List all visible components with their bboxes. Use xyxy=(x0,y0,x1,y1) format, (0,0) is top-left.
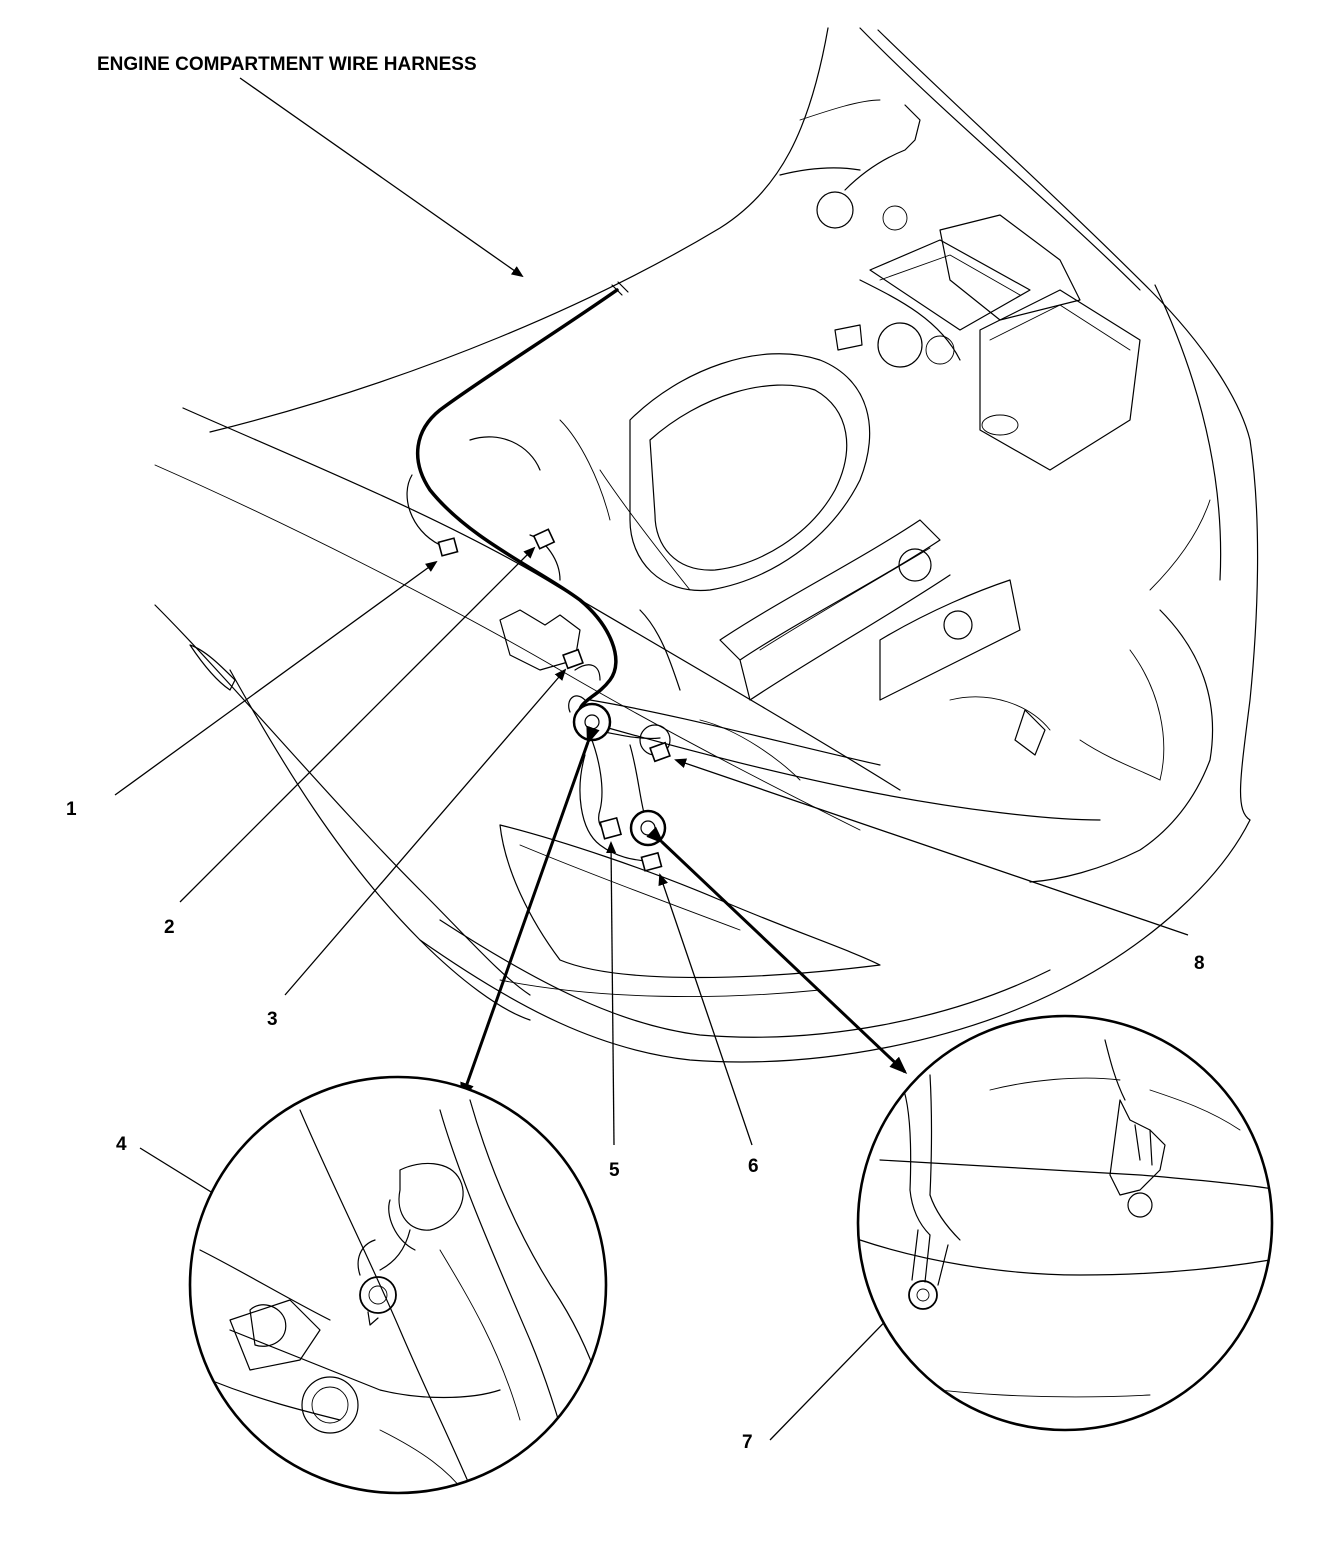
callout-3: 3 xyxy=(267,1009,278,1030)
connectors xyxy=(437,528,671,872)
callout-2: 2 xyxy=(164,917,175,938)
leader-lines xyxy=(114,77,1189,1441)
ground-bolt-7 xyxy=(629,809,667,847)
connector-5 xyxy=(599,816,623,840)
detail-view-ground-7 xyxy=(856,1014,1274,1432)
connector-8 xyxy=(649,741,671,763)
connector-3 xyxy=(562,648,584,670)
ground-bolt-4 xyxy=(572,702,612,742)
connector-1 xyxy=(437,537,459,557)
engine-bay xyxy=(469,99,1211,821)
callout-5: 5 xyxy=(609,1160,620,1181)
callout-6: 6 xyxy=(748,1156,759,1177)
connector-6 xyxy=(640,851,663,872)
callout-8: 8 xyxy=(1194,953,1205,974)
callout-4: 4 xyxy=(116,1134,127,1155)
diagram-title: ENGINE COMPARTMENT WIRE HARNESS xyxy=(97,54,477,75)
engine-compartment-wire-harness xyxy=(406,281,661,863)
vehicle-body xyxy=(154,27,1259,1063)
callout-1: 1 xyxy=(66,799,77,820)
detail-view-ground-4 xyxy=(188,1075,608,1495)
callout-7: 7 xyxy=(742,1432,753,1453)
connector-2 xyxy=(532,528,556,550)
